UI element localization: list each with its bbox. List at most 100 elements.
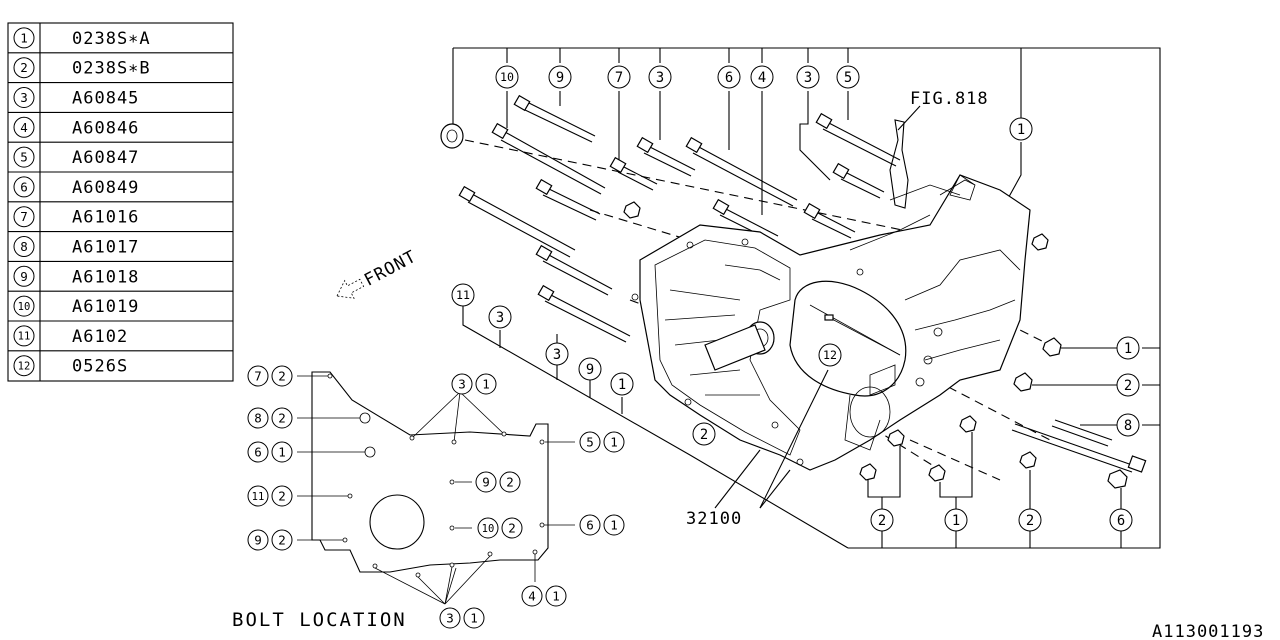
bolt-3b	[535, 244, 613, 296]
bolt-11	[458, 185, 576, 258]
callout-left-0-number: 11	[456, 288, 470, 302]
legend-part-8: A61017	[72, 238, 139, 258]
callout-top-6-number: 3	[804, 70, 812, 86]
inset-callout-4-a-number: 9	[254, 533, 262, 548]
inset-callout-11-b-number: 1	[470, 611, 478, 626]
legend-key-12-number: 12	[18, 360, 31, 372]
callout-case-left: 2	[692, 422, 716, 446]
legend-key-3-number: 3	[20, 90, 28, 105]
inset-callout-6-a-number: 5	[586, 435, 594, 450]
inset-callout-7-a-number: 9	[482, 475, 490, 490]
transmission-case	[631, 174, 1031, 471]
callout-bottom-3-number: 6	[1117, 513, 1125, 529]
inset-callout-4-b: 2	[271, 529, 293, 551]
inset-callout-6-a: 5	[579, 431, 601, 453]
front-label: FRONT	[361, 247, 420, 291]
legend-part-5: A60847	[72, 148, 139, 168]
leader-frame	[452, 47, 1161, 549]
bolt-5	[815, 112, 901, 167]
legend-key-1-number: 1	[20, 30, 28, 45]
legend-part-7: A61016	[72, 208, 139, 228]
legend-key-7: 7	[13, 206, 35, 228]
bolt-7	[609, 156, 658, 191]
callout-top-2-number: 7	[615, 70, 623, 86]
legend-key-1: 1	[13, 27, 35, 49]
inset-callout-8-b: 2	[501, 517, 523, 539]
legend-key-8: 8	[13, 236, 35, 257]
bolt-3a	[535, 178, 601, 221]
callout-bottom-2-number: 2	[1026, 513, 1034, 529]
nuts	[623, 201, 1128, 489]
callout-top-7: 5	[836, 65, 860, 89]
callout-bottom-3: 6	[1109, 508, 1133, 532]
callout-top-5-number: 4	[758, 70, 766, 86]
legend-key-9-number: 9	[20, 269, 28, 284]
callout-bottom-0-number: 2	[878, 513, 886, 529]
inset-callout-0-a-number: 7	[254, 369, 262, 384]
inset-callout-8-a: 10	[477, 517, 499, 539]
callout-right-0-number: 1	[1124, 341, 1132, 357]
legend-part-11: A6102	[72, 327, 128, 347]
callout-bottom-2: 2	[1018, 508, 1042, 532]
inset-callout-9-a-number: 6	[586, 518, 594, 533]
inset-callout-7-b: 2	[499, 471, 521, 493]
fig-reference-label: FIG.818	[910, 89, 989, 109]
inset-callout-1-a-number: 8	[254, 411, 262, 426]
callout-left-1-number: 3	[496, 310, 504, 326]
bolt-9b	[537, 284, 631, 343]
inset-callout-5-b: 1	[475, 373, 497, 395]
legend-key-11-number: 11	[18, 331, 31, 343]
callout-top-1-number: 9	[556, 70, 564, 86]
legend-key-8-number: 8	[20, 239, 28, 254]
inset-callout-0-a: 7	[247, 365, 269, 387]
callout-left-3: 9	[578, 357, 602, 381]
inset-callout-5-a-number: 3	[458, 377, 466, 392]
callout-top-3-number: 3	[656, 70, 664, 86]
callout-right-1: 2	[1116, 373, 1140, 397]
inset-callout-2-b: 1	[271, 441, 293, 463]
callout-right-0: 1	[1116, 336, 1140, 360]
inset-callout-0-b: 2	[271, 365, 293, 387]
inset-callout-10-a: 4	[521, 585, 543, 607]
callout-top-7-number: 5	[844, 70, 852, 86]
legend-key-11: 11	[13, 325, 35, 347]
callout-top-4: 6	[717, 65, 741, 89]
bolt-9	[513, 94, 596, 143]
callout-left-2-number: 3	[553, 347, 561, 363]
callout-fig-side: 1	[1009, 117, 1033, 141]
inset-callout-2-a-number: 6	[254, 445, 262, 460]
callout-left-1: 3	[488, 305, 512, 329]
legend-part-6: A60849	[72, 178, 139, 198]
callout-case-center-number: 12	[823, 348, 837, 362]
legend-key-9: 9	[13, 265, 35, 287]
inset-callout-10-b: 1	[545, 585, 567, 607]
legend-key-12: 12	[13, 355, 35, 377]
callout-left-4: 1	[610, 372, 634, 396]
inset-callout-11-a-number: 3	[446, 611, 454, 626]
legend-key-4: 4	[13, 116, 35, 138]
callout-fig-side-number: 1	[1017, 122, 1025, 138]
inset-callout-9-a: 6	[579, 514, 601, 536]
callout-top-3: 3	[648, 65, 672, 89]
callout-case-left-number: 2	[700, 427, 708, 443]
inset-callout-6-b: 1	[603, 431, 625, 453]
legend-part-9: A61018	[72, 267, 139, 287]
legend-part-4: A60846	[72, 118, 139, 138]
callout-case-center: 12	[818, 343, 842, 367]
inset-callout-5-a: 3	[451, 373, 473, 395]
bearing-bore	[369, 494, 425, 550]
legend-key-6: 6	[13, 176, 35, 198]
inset-callout-3-a: 11	[247, 485, 269, 507]
inset-callout-7-b-number: 2	[506, 475, 514, 490]
inset-callout-10-a-number: 4	[528, 589, 536, 604]
bracket-fig818	[889, 105, 921, 209]
inset-callout-5-b-number: 1	[482, 377, 490, 392]
legend-part-3: A60845	[72, 89, 139, 109]
inset-callout-3-b: 2	[271, 485, 293, 507]
legend-key-2-number: 2	[20, 60, 28, 75]
inset-callout-7-a: 9	[475, 471, 497, 493]
